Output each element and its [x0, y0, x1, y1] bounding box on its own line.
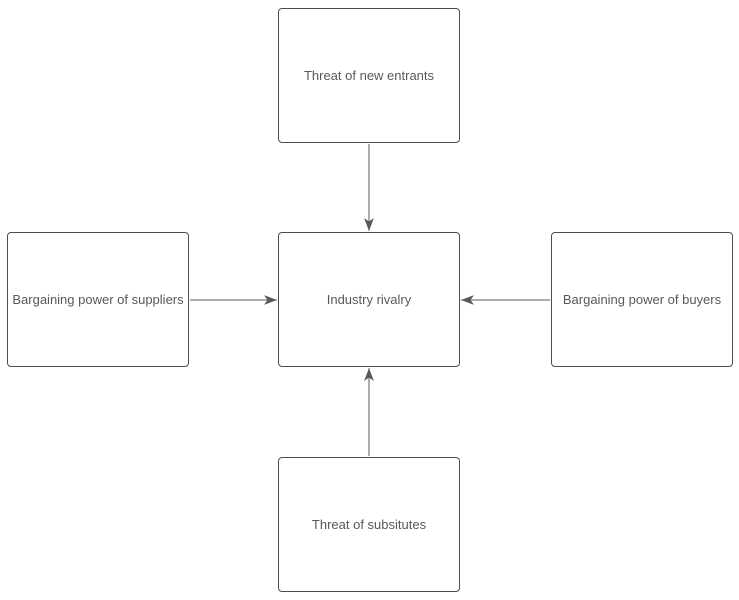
node-bargaining-power-of-suppliers: Bargaining power of suppliers	[7, 232, 189, 367]
node-threat-of-substitutes: Threat of subsitutes	[278, 457, 460, 592]
node-bargaining-power-of-buyers-label: Bargaining power of buyers	[562, 291, 722, 307]
node-threat-of-new-entrants: Threat of new entrants	[278, 8, 460, 143]
node-industry-rivalry-label: Industry rivalry	[326, 291, 412, 307]
node-industry-rivalry: Industry rivalry	[278, 232, 460, 367]
node-bargaining-power-of-suppliers-label: Bargaining power of suppliers	[12, 291, 184, 307]
node-threat-of-new-entrants-label: Threat of new entrants	[303, 67, 435, 83]
node-threat-of-substitutes-label: Threat of subsitutes	[311, 516, 427, 532]
node-bargaining-power-of-buyers: Bargaining power of buyers	[551, 232, 733, 367]
